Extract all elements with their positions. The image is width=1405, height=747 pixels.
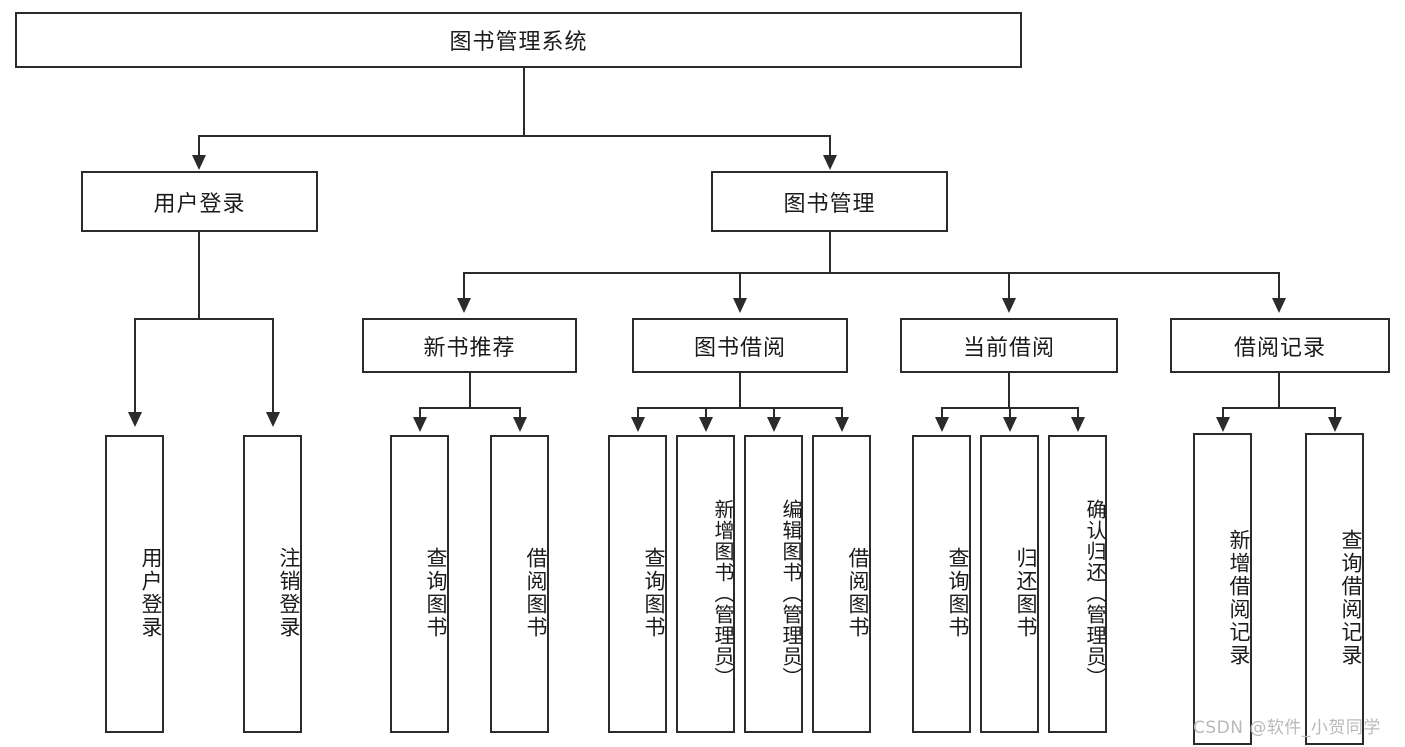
connector-root-to-login	[198, 135, 200, 158]
connector-bookmgmt-down	[829, 232, 831, 274]
leaf-borrow-borrow-books[interactable]: 借阅图书	[812, 435, 871, 733]
node-label: 用户登录	[139, 547, 163, 639]
node-new-book-recommend[interactable]: 新书推荐	[362, 318, 577, 373]
connector-login-down	[198, 232, 200, 320]
node-current-borrow[interactable]: 当前借阅	[900, 318, 1118, 373]
watermark-csdn: CSDN @软件_小贺同学	[1193, 718, 1381, 738]
connector-borrow-b1	[637, 407, 639, 419]
leaf-current-return-books[interactable]: 归还图书	[980, 435, 1039, 733]
leaf-current-confirm-return-admin[interactable]: 确认归还（管理员）	[1048, 435, 1107, 733]
leaf-borrow-add-book-admin[interactable]: 新增图书（管理员）	[676, 435, 735, 733]
arrow-to-current-leaf-3	[1071, 417, 1085, 432]
node-label: 新书推荐	[423, 335, 516, 361]
node-label: 借阅图书	[524, 547, 548, 639]
connector-root-to-bookmgmt	[829, 135, 831, 158]
arrow-to-borrow-leaf-2	[699, 417, 713, 432]
connector-records-down	[1278, 373, 1280, 409]
node-book-borrow[interactable]: 图书借阅	[632, 318, 848, 373]
connector-bookmgmt-b3	[1008, 272, 1010, 300]
leaf-newbook-borrow-books[interactable]: 借阅图书	[490, 435, 549, 733]
connector-newbook-down	[469, 373, 471, 409]
connector-bookmgmt-b4	[1278, 272, 1280, 300]
node-label: 确认归还（管理员）	[1083, 498, 1107, 688]
connector-borrow-bus	[637, 407, 841, 409]
arrow-to-user-login	[192, 155, 206, 170]
connector-newbook-bus	[419, 407, 519, 409]
leaf-records-query-record[interactable]: 查询借阅记录	[1305, 433, 1364, 745]
node-label: 查询图书	[424, 547, 448, 639]
node-label: 图书管理系统	[449, 30, 588, 55]
node-label: 查询图书	[946, 547, 970, 639]
connector-borrow-b2	[705, 407, 707, 419]
connector-bookmgmt-b1	[463, 272, 465, 300]
connector-current-b3	[1077, 407, 1079, 419]
connector-borrow-down	[739, 373, 741, 409]
node-label: 查询借阅记录	[1339, 529, 1363, 667]
node-label: 新增借阅记录	[1227, 529, 1251, 667]
node-label: 图书管理	[783, 191, 876, 217]
arrow-to-current-borrow	[1002, 298, 1016, 313]
leaf-newbook-query-books[interactable]: 查询图书	[390, 435, 449, 733]
node-label: 编辑图书（管理员）	[779, 498, 803, 688]
arrow-to-borrow-leaf-4	[835, 417, 849, 432]
leaf-borrow-edit-book-admin[interactable]: 编辑图书（管理员）	[744, 435, 803, 733]
node-label: 借阅图书	[846, 547, 870, 639]
arrow-to-current-leaf-2	[1003, 417, 1017, 432]
connector-current-b1	[941, 407, 943, 419]
connector-current-down	[1008, 373, 1010, 409]
connector-records-r	[1334, 407, 1336, 419]
connector-bookmgmt-bus	[463, 272, 1278, 274]
node-borrow-records[interactable]: 借阅记录	[1170, 318, 1390, 373]
connector-login-right	[272, 318, 274, 414]
arrow-to-borrow-leaf-1	[631, 417, 645, 432]
node-book-management[interactable]: 图书管理	[711, 171, 948, 232]
connector-bookmgmt-b2	[739, 272, 741, 300]
arrow-to-book-borrow	[733, 298, 747, 313]
node-label: 注销登录	[277, 547, 301, 639]
node-label: 图书借阅	[693, 335, 786, 361]
connector-login-left	[134, 318, 136, 414]
connector-root-bus	[198, 135, 831, 137]
leaf-records-add-record[interactable]: 新增借阅记录	[1193, 433, 1252, 745]
node-user-login[interactable]: 用户登录	[81, 171, 318, 232]
arrow-to-borrow-records	[1272, 298, 1286, 313]
connector-login-bus	[134, 318, 274, 320]
leaf-user-login-signin[interactable]: 用户登录	[105, 435, 164, 733]
arrow-to-records-leaf-1	[1216, 417, 1230, 432]
arrow-to-borrow-leaf-3	[767, 417, 781, 432]
node-label: 新增图书（管理员）	[711, 498, 735, 688]
node-label: 查询图书	[642, 547, 666, 639]
leaf-borrow-query-books[interactable]: 查询图书	[608, 435, 667, 733]
arrow-to-book-management	[823, 155, 837, 170]
arrow-to-new-book	[457, 298, 471, 313]
connector-records-l	[1222, 407, 1224, 419]
connector-newbook-l	[419, 407, 421, 419]
connector-newbook-r	[519, 407, 521, 419]
node-label: 用户登录	[153, 191, 246, 217]
node-root-system[interactable]: 图书管理系统	[15, 12, 1022, 68]
arrow-to-login-leaf-2	[266, 412, 280, 427]
node-label: 当前借阅	[962, 335, 1055, 361]
arrow-to-current-leaf-1	[935, 417, 949, 432]
arrow-to-login-leaf-1	[128, 412, 142, 427]
leaf-current-query-books[interactable]: 查询图书	[912, 435, 971, 733]
connector-current-b2	[1009, 407, 1011, 419]
connector-root-down	[523, 68, 525, 136]
connector-borrow-b4	[841, 407, 843, 419]
connector-records-bus	[1222, 407, 1334, 409]
arrow-to-newbook-leaf-2	[513, 417, 527, 432]
arrow-to-newbook-leaf-1	[413, 417, 427, 432]
arrow-to-records-leaf-2	[1328, 417, 1342, 432]
node-label: 归还图书	[1014, 547, 1038, 639]
node-label: 借阅记录	[1233, 335, 1326, 361]
connector-borrow-b3	[773, 407, 775, 419]
leaf-user-login-signout[interactable]: 注销登录	[243, 435, 302, 733]
